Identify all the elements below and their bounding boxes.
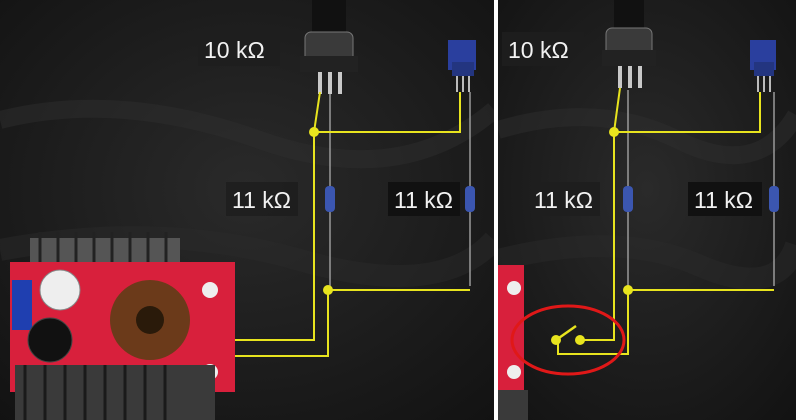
yellow-wires: [557, 87, 774, 355]
right-photo-panel: 10 kΩ 11 kΩ 11 kΩ: [498, 0, 796, 420]
potentiometer: [602, 0, 656, 88]
label-resistor-right: 11 kΩ: [694, 187, 753, 213]
right-circuit-photo: 10 kΩ 11 kΩ 11 kΩ: [498, 0, 796, 420]
junction-dot: [623, 285, 633, 295]
label-pot-value: 10 kΩ: [204, 37, 265, 63]
left-circuit-photo: 10 kΩ 11 kΩ 11 kΩ: [0, 0, 494, 420]
highlight-circle: [510, 304, 626, 376]
label-resistor-center: 11 kΩ: [534, 187, 593, 213]
trimmer-potentiometer: [448, 40, 476, 92]
resistor-center: [325, 94, 335, 290]
label-resistor-right: 11 kΩ: [394, 187, 453, 213]
left-photo-panel: 10 kΩ 11 kΩ 11 kΩ: [0, 0, 494, 420]
panel-divider: [494, 0, 498, 420]
potentiometer: [300, 0, 358, 94]
junction-dot: [323, 285, 333, 295]
junction-dot: [309, 127, 319, 137]
junction-dot: [609, 127, 619, 137]
label-resistor-center: 11 kΩ: [232, 187, 291, 213]
resistor-right: [769, 92, 779, 286]
boost-converter-module-partial: [498, 265, 528, 420]
resistor-center: [623, 90, 633, 290]
trimmer-potentiometer: [750, 40, 776, 92]
switch-symbol: [551, 324, 585, 345]
boost-converter-module: [10, 232, 235, 420]
label-pot-value: 10 kΩ: [508, 37, 569, 63]
resistor-right: [465, 92, 475, 286]
yellow-wires: [220, 91, 470, 357]
